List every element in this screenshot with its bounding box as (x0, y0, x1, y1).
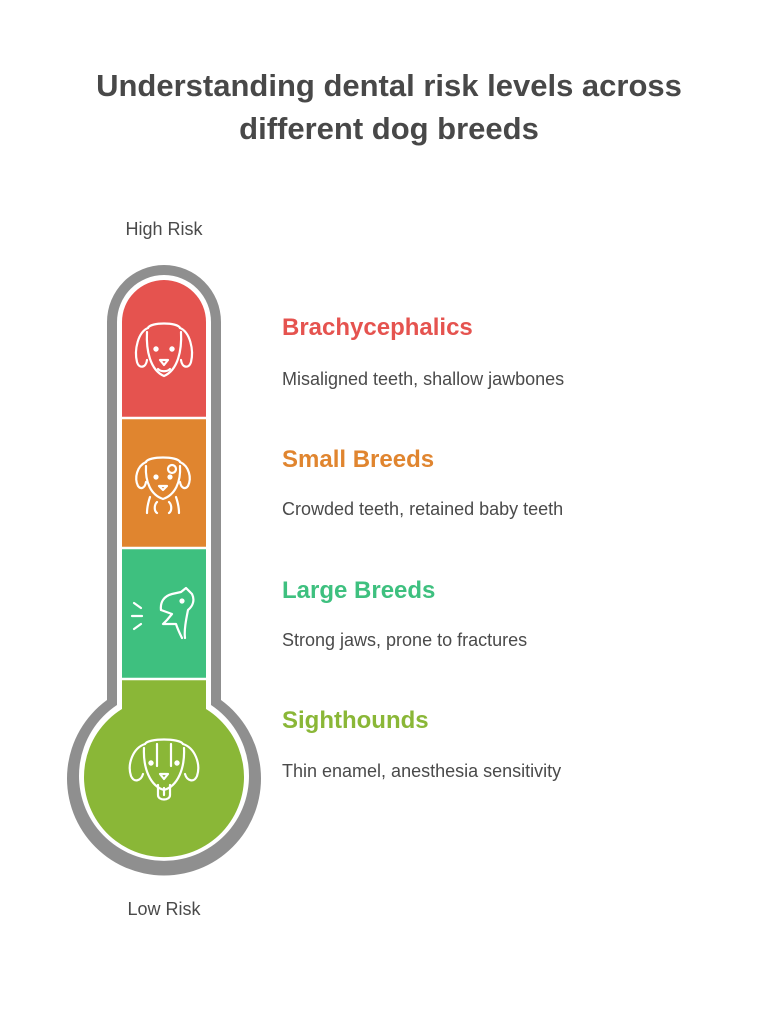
low-risk-label: Low Risk (127, 899, 201, 919)
level-description-large-breeds: Strong jaws, prone to fractures (282, 630, 528, 650)
level-description-brachycephalics: Misaligned teeth, shallow jawbones (282, 369, 565, 389)
page-title-line-1: Understanding dental risk levels across (96, 68, 682, 103)
segment-sighthounds (83, 680, 245, 858)
small-dog-icon (135, 456, 191, 515)
page-title-line-2: different dog breeds (239, 111, 539, 146)
page-title: Understanding dental risk levels across … (0, 64, 778, 150)
barking-dog-icon (130, 586, 195, 640)
high-risk-label: High Risk (125, 219, 203, 239)
dog-face-icon (134, 322, 194, 378)
level-title-small-breeds: Small Breeds (282, 446, 435, 473)
level-title-sighthounds: Sighthounds (282, 707, 429, 734)
level-description-small-breeds: Crowded teeth, retained baby teeth (282, 499, 564, 519)
level-description-sighthounds: Thin enamel, anesthesia sensitivity (282, 761, 562, 781)
level-title-brachycephalics: Brachycephalics (282, 314, 473, 341)
level-title-large-breeds: Large Breeds (282, 577, 436, 604)
dog-tongue-icon (128, 738, 200, 801)
